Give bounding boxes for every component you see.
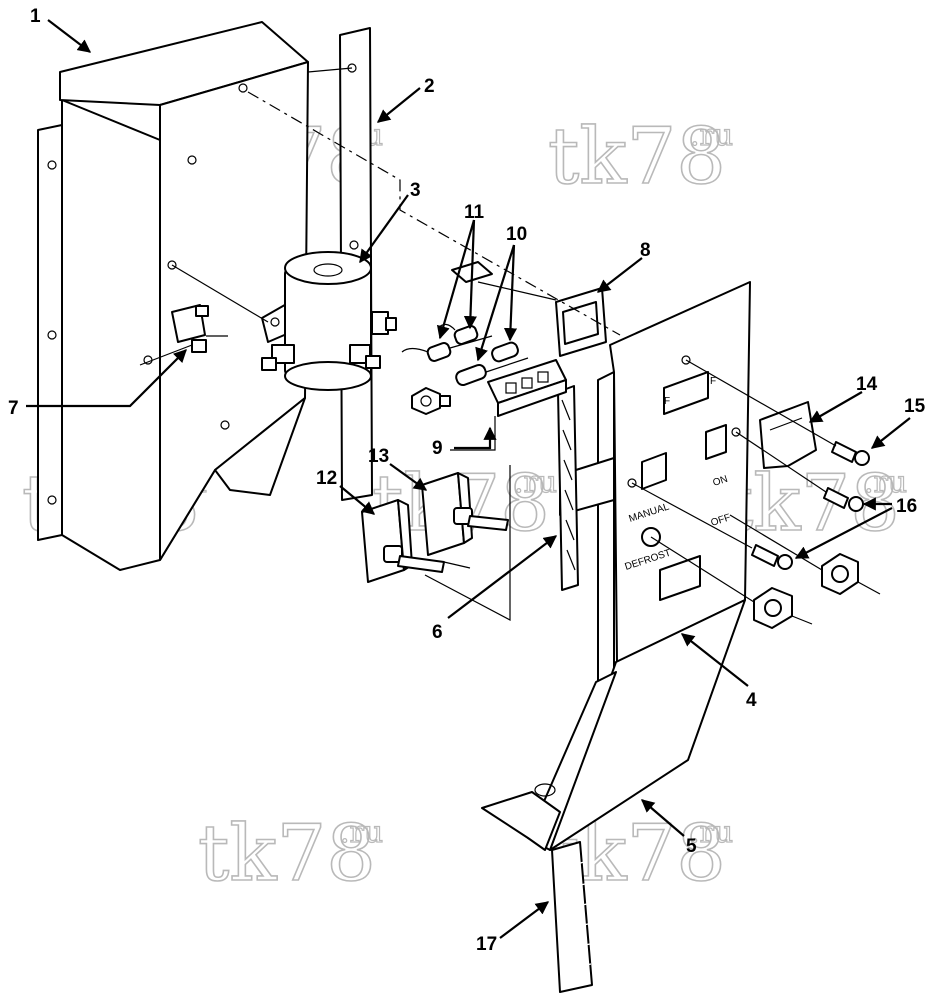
svg-text:F: F bbox=[710, 376, 716, 387]
callout-15: 15 bbox=[904, 396, 926, 417]
harness-strip bbox=[557, 385, 579, 591]
svg-text:tk78: tk78 bbox=[198, 809, 376, 899]
assembly-lines bbox=[139, 67, 881, 625]
svg-text:.ru: .ru bbox=[514, 465, 557, 500]
watermark: tk78 .ru bbox=[547, 111, 734, 203]
callout-10: 10 bbox=[506, 224, 527, 245]
leader-lines bbox=[26, 19, 911, 939]
callout-17: 17 bbox=[476, 934, 497, 955]
callout-6: 6 bbox=[432, 622, 443, 643]
screw-16a bbox=[823, 487, 864, 512]
svg-text:ON: ON bbox=[712, 474, 730, 489]
watermark: tk78 .ru bbox=[197, 808, 384, 900]
callout-4: 4 bbox=[746, 690, 757, 711]
small-nut bbox=[411, 387, 451, 415]
solenoid bbox=[261, 251, 397, 391]
svg-text:.ru: .ru bbox=[690, 118, 733, 153]
callout-16: 16 bbox=[896, 496, 917, 517]
callout-3: 3 bbox=[410, 180, 421, 201]
callout-14: 14 bbox=[856, 374, 878, 395]
enclosure-box bbox=[37, 21, 309, 571]
callout-2: 2 bbox=[424, 76, 435, 97]
panel-nut-upper bbox=[821, 553, 859, 595]
terminal-strip bbox=[487, 359, 567, 417]
svg-text:F: F bbox=[664, 396, 670, 407]
svg-text:.ru: .ru bbox=[690, 815, 733, 850]
toggle-switch-defrost bbox=[361, 499, 471, 583]
panel-nut-lower bbox=[753, 587, 793, 629]
lower-bracket bbox=[481, 599, 746, 851]
callout-13: 13 bbox=[368, 446, 389, 467]
callout-numbers: 1 2 3 4 5 6 7 8 9 10 11 12 13 14 15 16 1… bbox=[8, 6, 926, 955]
callout-7: 7 bbox=[8, 398, 19, 419]
callout-5: 5 bbox=[686, 836, 697, 857]
callout-11: 11 bbox=[464, 202, 485, 223]
callout-1: 1 bbox=[30, 6, 41, 27]
tk-logo: TK bbox=[659, 555, 701, 601]
retaining-clip bbox=[759, 401, 817, 469]
screw-15 bbox=[831, 441, 870, 466]
svg-text:.ru: .ru bbox=[340, 815, 383, 850]
svg-text:.ru: .ru bbox=[864, 465, 907, 500]
screw-16b bbox=[751, 544, 793, 570]
cable-harness bbox=[551, 841, 593, 993]
svg-text:tk78: tk78 bbox=[548, 112, 726, 202]
callout-12: 12 bbox=[316, 468, 337, 489]
callout-9: 9 bbox=[432, 438, 443, 459]
toggle-switch-on-off bbox=[421, 472, 509, 556]
callout-8: 8 bbox=[640, 240, 651, 261]
svg-text:TK: TK bbox=[664, 575, 686, 595]
mounting-bracket bbox=[555, 287, 607, 357]
